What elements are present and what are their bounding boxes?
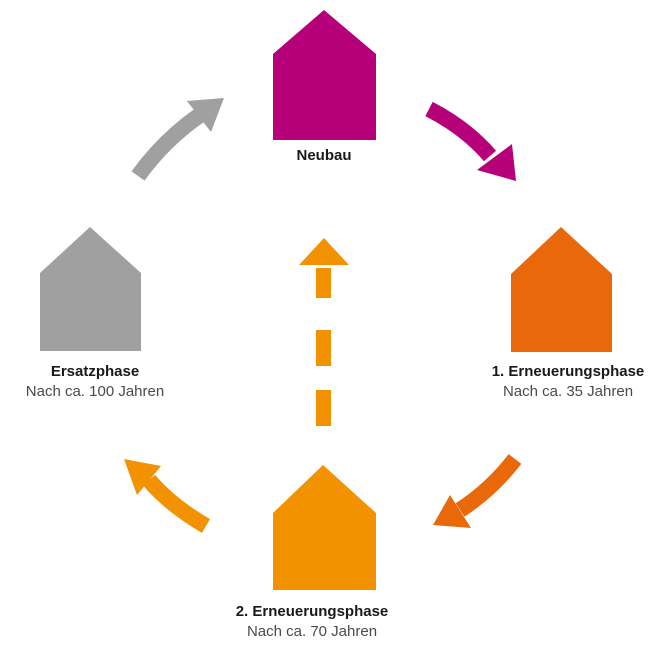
stage-subtitle: Nach ca. 100 Jahren: [25, 383, 165, 400]
arrow-phase1-to-phase2-icon: [433, 454, 522, 528]
stage-title: Ersatzphase: [50, 363, 140, 380]
arrow-ersatz-to-neubau-icon: [131, 98, 224, 181]
stage-title: Neubau: [296, 147, 352, 164]
house-phase2-icon: [273, 465, 376, 590]
stage-label-phase1: 1. Erneuerungsphase Nach ca. 35 Jahren: [468, 362, 663, 402]
stage-subtitle: Nach ca. 35 Jahren: [502, 383, 634, 400]
house-neubau-icon: [273, 10, 376, 140]
house-phase1-icon: [511, 227, 612, 352]
stage-label-ersatz: Ersatzphase Nach ca. 100 Jahren: [0, 362, 190, 402]
arrow-phase2-to-ersatz-icon: [124, 459, 211, 533]
stage-subtitle: Nach ca. 70 Jahren: [246, 623, 378, 640]
arrow-neubau-to-phase1-icon: [425, 101, 516, 181]
house-ersatz-icon: [40, 227, 141, 351]
stage-label-phase2: 2. Erneuerungsphase Nach ca. 70 Jahren: [212, 602, 412, 642]
dashed-arrow-up-icon: [299, 238, 349, 426]
stage-title: 1. Erneuerungsphase: [491, 363, 645, 380]
stage-title: 2. Erneuerungsphase: [235, 603, 389, 620]
stage-label-neubau: Neubau: [224, 146, 424, 166]
